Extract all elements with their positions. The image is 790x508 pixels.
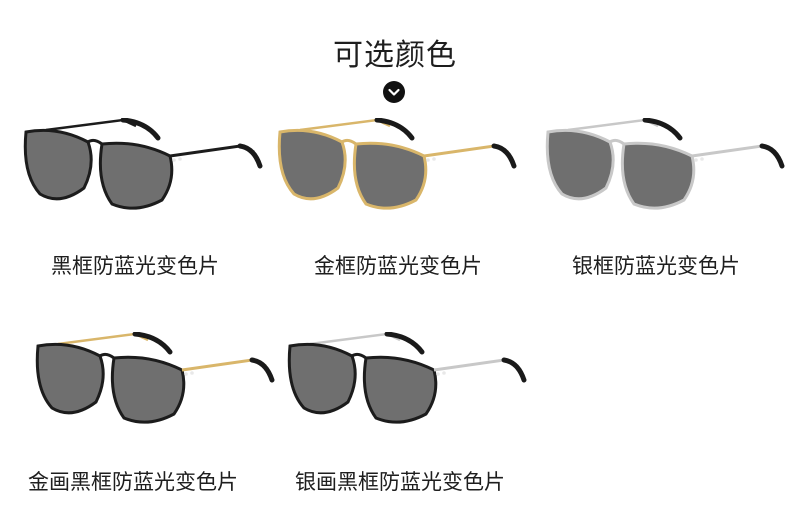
hinge-rivet bbox=[178, 157, 182, 161]
bridge bbox=[341, 138, 357, 146]
glasses-icon bbox=[23, 118, 263, 210]
product-item-black[interactable] bbox=[18, 118, 268, 218]
hinge-rivet bbox=[436, 372, 440, 376]
lens-right bbox=[352, 141, 428, 210]
product-label: 银框防蓝光变色片 bbox=[572, 254, 740, 278]
product-item-silver-black[interactable] bbox=[282, 332, 532, 432]
temple-tip bbox=[384, 332, 425, 355]
temple-tip bbox=[120, 118, 161, 141]
hinge-rivet bbox=[184, 372, 188, 376]
hinge-rivet bbox=[190, 371, 194, 375]
lens-right bbox=[620, 141, 696, 210]
product-item-gold-black[interactable] bbox=[30, 332, 280, 432]
bridge bbox=[99, 352, 115, 360]
lens-left bbox=[23, 128, 93, 201]
glasses-icon bbox=[545, 118, 785, 210]
temple-tip bbox=[759, 143, 785, 169]
product-item-gold[interactable] bbox=[272, 118, 522, 218]
lens-right bbox=[98, 141, 174, 210]
temple-tip bbox=[374, 118, 415, 141]
lens-left bbox=[287, 342, 357, 415]
chevron-down-icon[interactable] bbox=[383, 81, 405, 103]
hinge-rivet bbox=[426, 158, 430, 162]
product-item-silver[interactable] bbox=[540, 118, 790, 218]
lens-right bbox=[110, 355, 186, 424]
temple-tip bbox=[491, 143, 517, 169]
lens-left bbox=[277, 128, 347, 201]
hinge-rivet bbox=[442, 371, 446, 375]
product-label: 黑框防蓝光变色片 bbox=[51, 254, 219, 278]
glasses-icon bbox=[277, 118, 517, 210]
product-label: 金画黑框防蓝光变色片 bbox=[28, 470, 238, 494]
bridge bbox=[87, 138, 103, 146]
bridge bbox=[351, 352, 367, 360]
bridge bbox=[609, 138, 625, 146]
temple-tip bbox=[132, 332, 173, 355]
page-title: 可选颜色 bbox=[333, 38, 457, 73]
hinge-rivet bbox=[700, 157, 704, 161]
hinge-rivet bbox=[694, 158, 698, 162]
glasses-icon bbox=[35, 332, 275, 424]
temple-tip bbox=[237, 143, 263, 169]
glasses-icon bbox=[287, 332, 527, 424]
temple-tip bbox=[249, 357, 275, 383]
lens-left bbox=[35, 342, 105, 415]
product-label: 银画黑框防蓝光变色片 bbox=[295, 470, 505, 494]
temple-tip bbox=[642, 118, 683, 141]
hinge-rivet bbox=[172, 158, 176, 162]
product-label: 金框防蓝光变色片 bbox=[314, 254, 482, 278]
lens-right bbox=[362, 355, 438, 424]
lens-left bbox=[545, 128, 615, 201]
hinge-rivet bbox=[432, 157, 436, 161]
temple-tip bbox=[501, 357, 527, 383]
